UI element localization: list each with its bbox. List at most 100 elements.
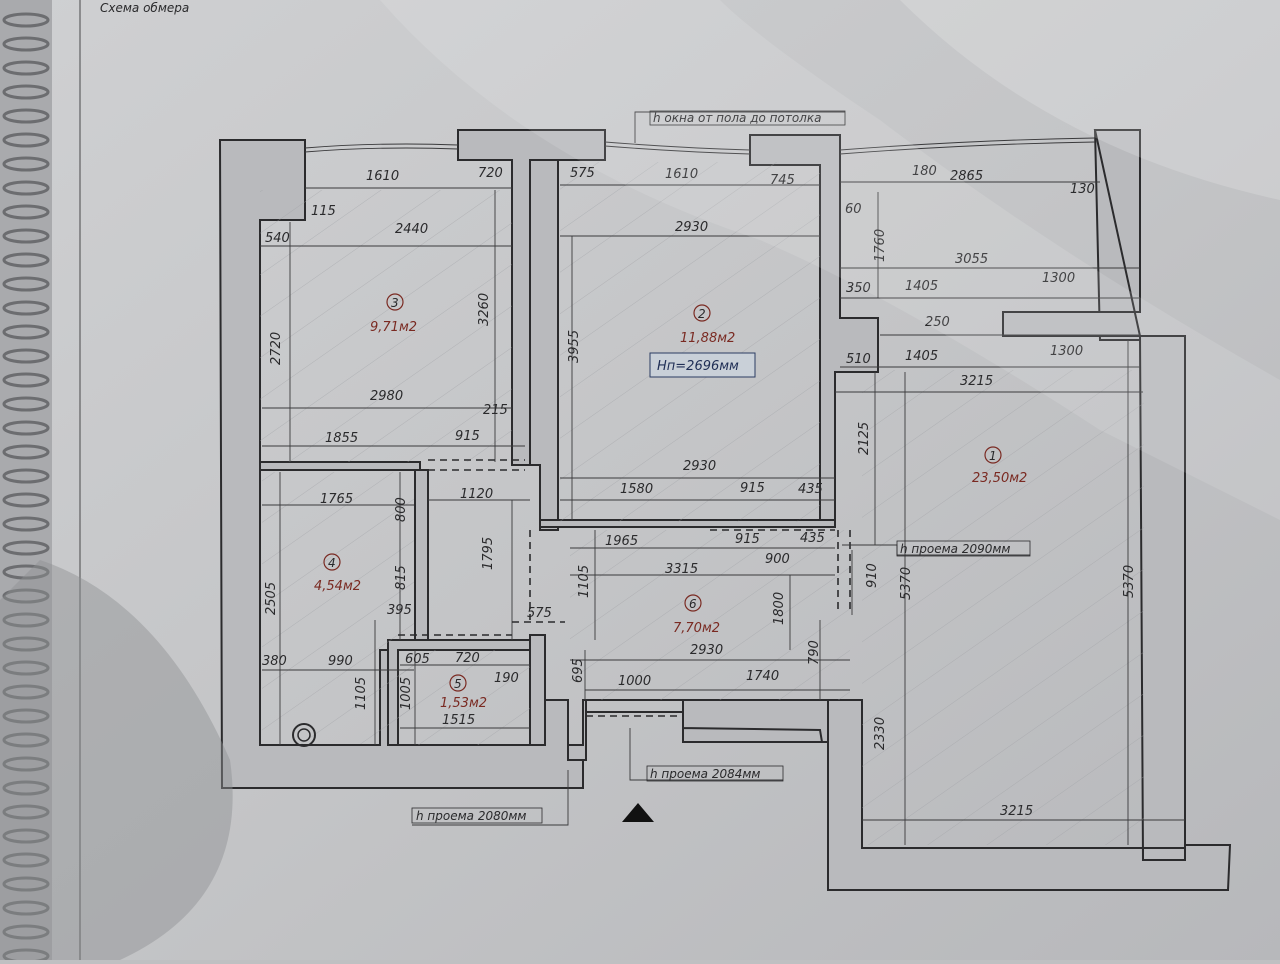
dim-r2-575: 575 — [570, 166, 595, 181]
entrance-arrow-icon — [622, 803, 654, 822]
dim-r3-2980: 2980 — [370, 389, 403, 404]
spiral-ring — [2, 468, 50, 484]
opening-2090-note: h проема 2090мм — [900, 542, 1010, 556]
spiral-ring — [2, 228, 50, 244]
spiral-ring — [2, 564, 50, 580]
dim-r5-720: 720 — [455, 651, 480, 666]
room-2-area: 11,88м2 — [680, 331, 735, 346]
riser-pipe-icon — [292, 723, 316, 747]
ceiling-height-box — [649, 352, 756, 378]
dim-r3-3260: 3260 — [477, 293, 492, 326]
dim-r1-1300-b: 1300 — [1050, 344, 1083, 359]
spiral-ring — [2, 636, 50, 652]
spiral-ring — [2, 132, 50, 148]
dim-r1-3055: 3055 — [955, 252, 988, 267]
dim-r1-1405-a: 1405 — [905, 279, 938, 294]
dim-r6-2930: 2930 — [690, 643, 723, 658]
spiral-ring — [2, 684, 50, 700]
spiral-ring — [2, 324, 50, 340]
spiral-ring — [2, 420, 50, 436]
room-5-area: 1,53м2 — [440, 696, 487, 711]
window-lines — [304, 137, 1096, 155]
room-3-area: 9,71м2 — [370, 320, 417, 335]
dim-r3-915: 915 — [455, 429, 480, 444]
dim-r1-5370-b: 5370 — [1122, 565, 1137, 598]
spiral-ring — [2, 444, 50, 460]
dim-hall-1795: 1795 — [481, 537, 496, 570]
spiral-ring — [2, 612, 50, 628]
dim-r6-3315: 3315 — [665, 562, 698, 577]
opening-2084-note: h проема 2084мм — [650, 767, 760, 781]
dim-r3-1855: 1855 — [325, 431, 358, 446]
dim-r1-1760: 1760 — [873, 229, 888, 262]
room-1-area: 23,50м2 — [972, 471, 1027, 486]
dim-r1-510: 510 — [846, 352, 871, 367]
door-openings — [398, 459, 851, 717]
dim-r1-130: 130 — [1070, 182, 1095, 197]
dim-r4-990: 990 — [328, 654, 353, 669]
dim-r6-1105: 1105 — [577, 565, 592, 598]
dim-r4-1105: 1105 — [354, 677, 369, 710]
dim-r6-1800: 1800 — [772, 592, 787, 625]
dim-r5-1005: 1005 — [399, 677, 414, 710]
room-3-number: 3 — [391, 296, 399, 310]
dim-r1-2125: 2125 — [857, 422, 872, 455]
spiral-ring — [2, 36, 50, 52]
opening-2080-note: h проема 2080мм — [416, 809, 526, 823]
dim-r3-540: 540 — [265, 231, 290, 246]
ceiling-height-label: Нп=2696мм — [657, 359, 739, 374]
dim-r4-2505: 2505 — [264, 582, 279, 615]
dim-r3-top-720: 720 — [478, 166, 503, 181]
dim-r1-2865: 2865 — [950, 169, 983, 184]
dim-r6-695: 695 — [571, 658, 586, 683]
dim-r3-115: 115 — [311, 204, 336, 219]
dim-r4-395: 395 — [387, 603, 412, 618]
dim-r1-250: 250 — [925, 315, 950, 330]
dim-r2-435: 435 — [798, 482, 823, 497]
room-4-number: 4 — [328, 556, 336, 570]
spiral-ring — [2, 780, 50, 796]
dim-r1-350: 350 — [846, 281, 871, 296]
spiral-ring — [2, 300, 50, 316]
dim-r2-1580: 1580 — [620, 482, 653, 497]
dim-r3-top-1610: 1610 — [366, 169, 399, 184]
room-5-number: 5 — [454, 677, 462, 691]
room-6-number: 6 — [689, 597, 697, 611]
dim-r2-2930-top: 2930 — [675, 220, 708, 235]
spiral-ring — [2, 540, 50, 556]
room-2-number: 2 — [698, 307, 706, 321]
page-title: Схема обмера — [100, 1, 189, 15]
dim-hall-575: 575 — [527, 606, 552, 621]
dim-r6-900: 900 — [765, 552, 790, 567]
spiral-ring — [2, 924, 50, 940]
dim-r1-910: 910 — [865, 563, 880, 588]
dim-r6-915: 915 — [735, 532, 760, 547]
dim-r1-2330: 2330 — [873, 717, 888, 750]
spiral-ring — [2, 660, 50, 676]
room-labels: 3 9,71м2 2 11,88м2 Нп=2696мм 1 23,50м2 4… — [314, 293, 1027, 711]
dim-r4-1765: 1765 — [320, 492, 353, 507]
spiral-ring — [2, 12, 50, 28]
dim-r3-2720: 2720 — [269, 332, 284, 365]
dim-r2-915: 915 — [740, 481, 765, 496]
spiral-ring — [2, 804, 50, 820]
room-hatching — [260, 162, 1144, 845]
spiral-ring — [2, 108, 50, 124]
spiral-ring — [2, 852, 50, 868]
dim-r1-1300-a: 1300 — [1042, 271, 1075, 286]
dimension-lines — [260, 181, 1185, 845]
dim-r5-190: 190 — [494, 671, 519, 686]
dim-r1-3215-top: 3215 — [960, 374, 993, 389]
spiral-ring — [2, 732, 50, 748]
spiral-ring — [2, 252, 50, 268]
dim-r1-5370-a: 5370 — [899, 567, 914, 600]
dim-r1-3215-bottom: 3215 — [1000, 804, 1033, 819]
dim-r5-605: 605 — [405, 652, 430, 667]
spiral-ring — [2, 372, 50, 388]
room-4-area: 4,54м2 — [314, 579, 361, 594]
spiral-ring — [2, 516, 50, 532]
opening-notes: h окна от пола до потолка h проема 2090м… — [411, 110, 1031, 826]
dim-r6-435: 435 — [800, 531, 825, 546]
